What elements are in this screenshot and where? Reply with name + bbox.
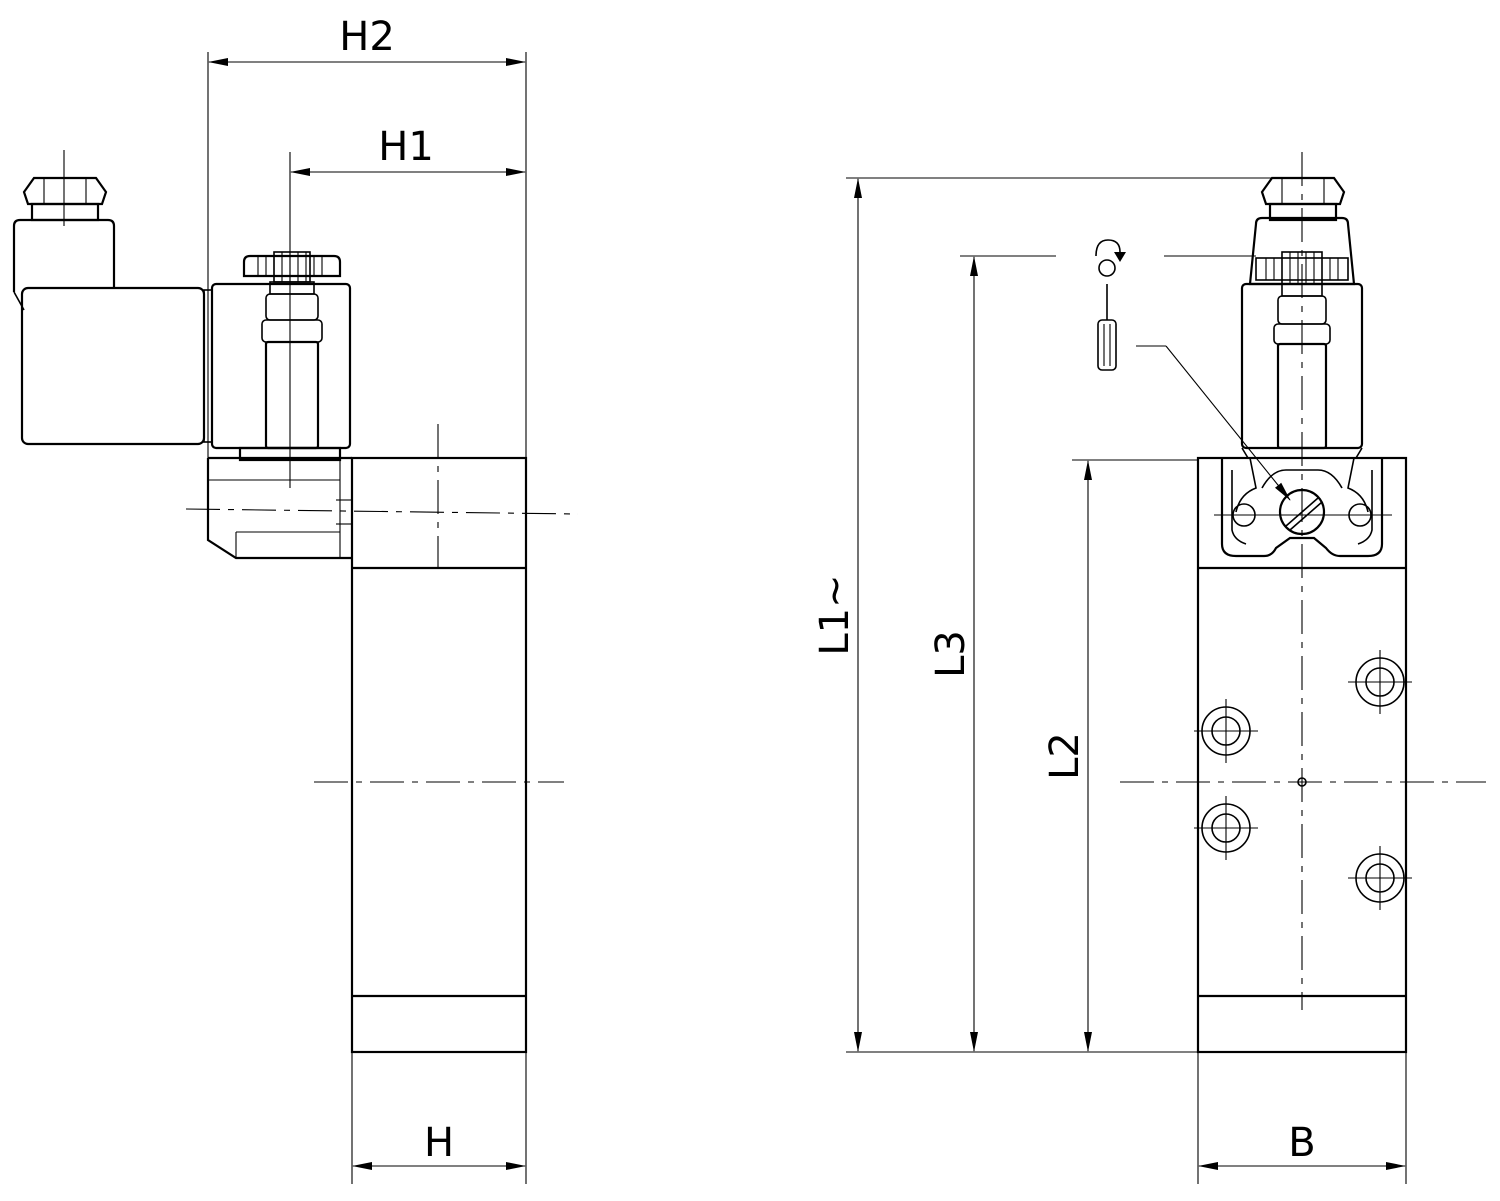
side-view: H2 H1 H [12,14,579,1184]
dimension-h1-label: H1 [378,124,434,170]
port-hole-upper-right [1348,650,1412,714]
pilot-cap [1248,216,1356,286]
port-centerline [185,508,579,515]
dimension-l3-label: L3 [928,630,974,678]
dimension-l1-label: L1~ [812,574,858,655]
base-flange [206,456,352,560]
connector-nut [22,176,108,206]
rotate-arrow-icon [1095,239,1121,257]
dimension-b-label: B [1288,1120,1315,1166]
top-flange [1220,458,1384,558]
dimension-h-label: H [424,1120,454,1166]
screwdriver-icon [1097,259,1117,371]
connector-plug [12,218,116,292]
port-hole-lower-right [1348,846,1412,910]
valve-body-side [350,456,528,1054]
pilot-nut [1260,176,1346,206]
front-view: L1~ L3 L2 B [812,152,1486,1184]
leader-to-adjusting-screw [1165,345,1291,501]
pilot-valve-block [210,282,352,450]
port-hole-middle-left [1194,699,1258,763]
solenoid-coil [20,286,206,446]
port-hole-lower-left [1194,796,1258,860]
dimension-l2-label: L2 [1042,732,1088,780]
plunger-stem [265,293,319,321]
dimension-h2-label: H2 [339,14,395,60]
adjusting-knob [242,254,342,278]
